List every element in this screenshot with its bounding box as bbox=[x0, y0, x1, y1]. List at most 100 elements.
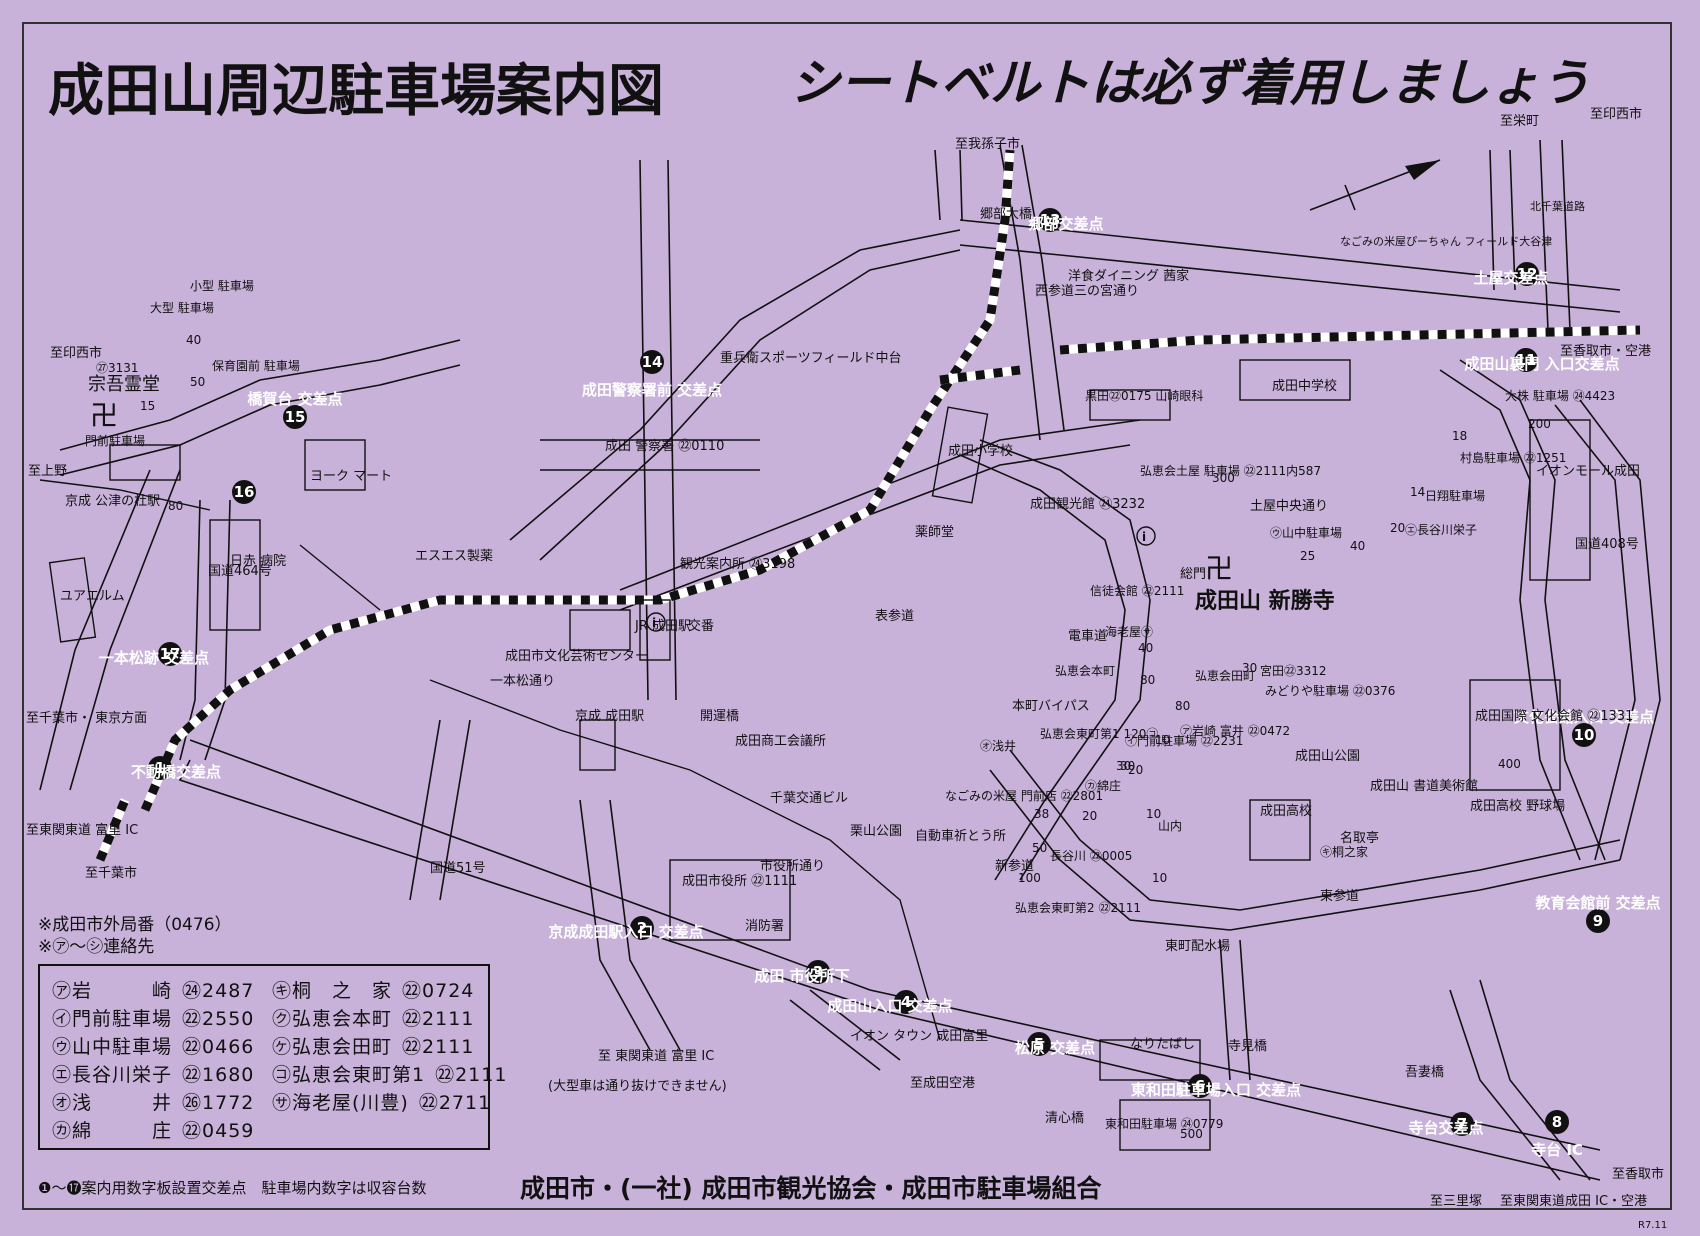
contact-phone: ㉒0459 bbox=[182, 1120, 255, 1142]
temple-symbol-shinshoji: 卍 bbox=[1205, 552, 1233, 585]
direction-labels: 至我孫子市 至栄町 至印西市 至印西市 至上野 至千葉市・ 東京方面 至東関東道… bbox=[26, 106, 1664, 1209]
parking-hasegawa2: 長谷川 ㉒0005 bbox=[1050, 849, 1132, 863]
capacity-number: 100 bbox=[1018, 871, 1041, 885]
marker-label: 寺台交差点 bbox=[1408, 1119, 1483, 1137]
aeon-mall-label: イオンモール成田 bbox=[1536, 464, 1640, 479]
road-route51-south bbox=[178, 759, 1601, 1181]
sosogo-reido-label: 宗吾霊堂 bbox=[88, 374, 160, 395]
koban-label: 交番 bbox=[688, 618, 714, 634]
road-tsuchiya bbox=[959, 219, 1621, 291]
parking-omiya: 大型 駐車場 bbox=[150, 300, 214, 315]
marker-number: 7 bbox=[1457, 1115, 1467, 1133]
dir-tomisato-center: 至 東関東道 富里 IC bbox=[598, 1048, 714, 1064]
slogan: シートベルトは必ず着用しましょう bbox=[790, 54, 1590, 112]
marker-label: 一本松跡 交差点 bbox=[99, 649, 209, 667]
marker-label: 寺台 IC bbox=[1531, 1141, 1583, 1159]
map-title: 成田山周辺駐車場案内図 bbox=[48, 59, 664, 124]
kokudo408-label: 国道408号 bbox=[1575, 537, 1639, 552]
capacity-number: 10 bbox=[1152, 871, 1167, 885]
narita-jr-high-label: 成田中学校 bbox=[1272, 378, 1337, 394]
contact-name: ㋚海老屋(川豊) bbox=[272, 1092, 409, 1114]
contact-phone: ㉒2550 bbox=[182, 1008, 255, 1030]
yakushido-label: 薬師堂 bbox=[915, 525, 954, 540]
kaisei-bashi-label: 開運橋 bbox=[700, 709, 739, 724]
parking-higashiwada: 東和田駐車場 ㉔0779 bbox=[1105, 1116, 1223, 1131]
parking-koukei-tamachi: 弘恵会田町 bbox=[1195, 669, 1255, 683]
capacity-number: 25 bbox=[1300, 549, 1315, 563]
marker-number: 1 bbox=[155, 759, 165, 777]
narita-high-label: 成田高校 bbox=[1260, 803, 1312, 819]
svg-text:i: i bbox=[652, 616, 656, 630]
parking-hokuso: 北千葉道路 bbox=[1530, 199, 1585, 213]
footer-org: 成田市・(一社) 成田市観光協会・成田市駐車場組合 bbox=[520, 1174, 1103, 1203]
road-upper-west bbox=[59, 339, 461, 451]
capacity-number: 30 bbox=[1120, 759, 1135, 773]
marker-label: 橋賀台 交差点 bbox=[247, 390, 342, 408]
agatsumabashi-label: 吾妻橋 bbox=[1405, 1065, 1444, 1080]
contact-phone: ㉒2111 bbox=[435, 1064, 508, 1086]
parking-hoikuen: 保育園前 駐車場 bbox=[212, 358, 300, 373]
parking-koukei-higashi1: 弘恵会東町第1 120㋙ bbox=[1040, 727, 1158, 741]
tourist-info-label: 観光案内所 ㉔3198 bbox=[680, 556, 795, 572]
dir-sanrizuka: 至三里塚 bbox=[1430, 1194, 1482, 1209]
contact-phone: ㉖1772 bbox=[182, 1092, 255, 1114]
road-route51-north bbox=[189, 739, 1601, 1151]
marker-8: 8 寺台 IC bbox=[1531, 1110, 1583, 1159]
marker-label: 不動橋交差点 bbox=[131, 763, 221, 781]
dir-airport: 至成田空港 bbox=[910, 1076, 975, 1091]
hommachi-bypass-label: 本町バイパス bbox=[1012, 699, 1090, 714]
kokudo51-label: 国道51号 bbox=[430, 861, 486, 876]
jidosha-kitou-label: 自動車祈とう所 bbox=[915, 829, 1006, 844]
capacity-number: 10 bbox=[1155, 733, 1170, 747]
capacity-number: 300 bbox=[1212, 471, 1235, 485]
marker-number: 14 bbox=[642, 353, 663, 371]
city-hall-label: 成田市役所 ㉒1111 bbox=[682, 873, 797, 889]
road-police-north bbox=[639, 159, 649, 701]
svg-text:i: i bbox=[1142, 530, 1146, 544]
kanko-kan-label: 成田観光館 ㉔3232 bbox=[1030, 497, 1145, 512]
marker-label: 東和田駐車場入口 交差点 bbox=[1131, 1081, 1301, 1099]
parking-midoriya: みどりや駐車場 ㉒0376 bbox=[1265, 683, 1395, 698]
dir-inzai-ne: 至印西市 bbox=[1590, 106, 1642, 122]
higashimachi-haisui-label: 東町配水場 bbox=[1165, 938, 1230, 954]
dir-chiba-tokyo: 至千葉市・ 東京方面 bbox=[26, 710, 147, 726]
marker-5: 5松原 交差点 bbox=[1015, 1032, 1095, 1057]
capacity-number: 200 bbox=[1528, 417, 1551, 431]
marker-16: 16 bbox=[232, 480, 256, 504]
capacity-number: 30 bbox=[1242, 661, 1257, 675]
keisei-line-west bbox=[39, 479, 211, 511]
somon-label: 総門 bbox=[1180, 567, 1206, 582]
narita-high-field-label: 成田高校 野球場 bbox=[1470, 798, 1565, 814]
marker-number: 8 bbox=[1552, 1113, 1562, 1131]
dir-inzai-w: 至印西市 bbox=[50, 345, 102, 361]
jr-line-east bbox=[1059, 325, 1641, 355]
dir-ueno: 至上野 bbox=[28, 464, 67, 479]
parking-watasho: ㋕綿庄 bbox=[1085, 778, 1121, 793]
contacts-note: ※㋐～㋛連絡先 bbox=[38, 937, 154, 957]
marker-label: 京成成田駅入口 交差点 bbox=[548, 923, 703, 941]
capacity-number: 15 bbox=[140, 399, 155, 413]
marker-number: 17 bbox=[160, 645, 181, 663]
parking-hikakari: 日翔駐車場 bbox=[1425, 488, 1485, 503]
omotesando-label: 表参道 bbox=[875, 608, 914, 624]
dir-chiba: 至千葉市 bbox=[85, 865, 137, 881]
chiba-kotsu-label: 千葉交通ビル bbox=[770, 790, 848, 806]
contact-phone: ㉔2487 bbox=[182, 980, 255, 1002]
marker-label: 教育会館前 交差点 bbox=[1534, 894, 1660, 912]
marker-number: 9 bbox=[1593, 912, 1603, 930]
marker-label: 成田山裏門 入口交差点 bbox=[1464, 355, 1619, 373]
road-network bbox=[39, 139, 1661, 1181]
koen-label: 成田山公園 bbox=[1295, 749, 1360, 764]
bunka-kaikan-label: 成田国際 文化会館 ㉒1331 bbox=[1475, 709, 1633, 724]
marker-number: 10 bbox=[1574, 726, 1595, 744]
railways bbox=[39, 149, 1641, 1041]
shrine-label: 成田山 新勝寺 bbox=[1195, 588, 1335, 614]
parking-oonuki: 大株 駐車場 ㉔4423 bbox=[1505, 388, 1615, 403]
dir-abiko: 至我孫子市 bbox=[955, 136, 1020, 152]
